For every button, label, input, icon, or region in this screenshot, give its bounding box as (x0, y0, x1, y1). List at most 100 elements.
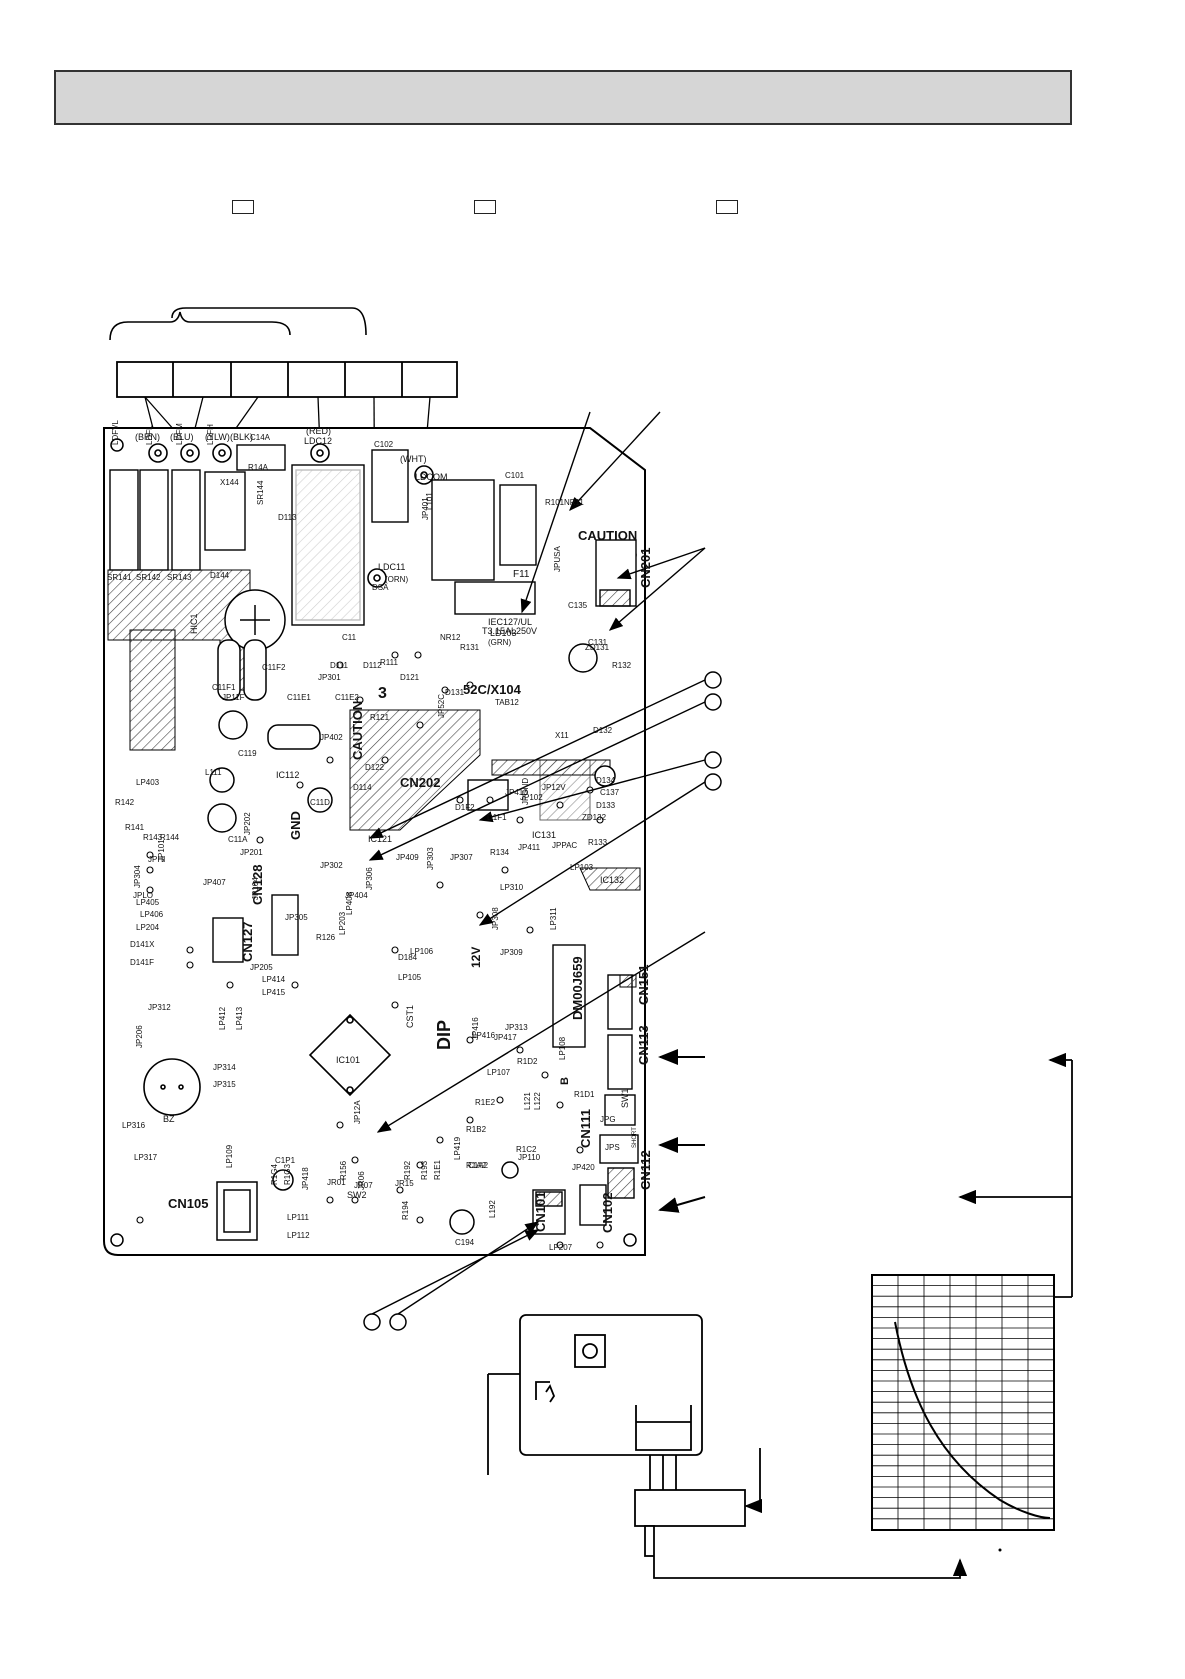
component-pad (351, 1156, 359, 1164)
resistor-label: R126 (316, 933, 336, 942)
jumper-label: JR07 (354, 1181, 373, 1190)
diode-label: D144 (210, 571, 230, 580)
resistor-label: R141 (125, 823, 145, 832)
jumper-label: JP402 (320, 733, 343, 742)
connector-table (116, 361, 458, 398)
terminal-label: LDC12 (304, 436, 332, 446)
component-pad (136, 1216, 144, 1224)
jumper-label: JPGND (521, 778, 530, 805)
wire-color-label: (BLK) (230, 432, 253, 442)
lp-label: LP413 (235, 1006, 244, 1030)
resistor-label: R121 (370, 713, 390, 722)
jumper-label: JP314 (213, 1063, 236, 1072)
legend-box-3 (716, 200, 738, 214)
jumper-label: JPLO (133, 891, 153, 900)
wire-terminals (148, 443, 434, 588)
capacitors (207, 589, 616, 1235)
component-pad (496, 1096, 504, 1104)
jumper-label: JP201 (240, 848, 263, 857)
jumper-label: JP12A (353, 1100, 362, 1124)
jumper-label: JP409 (396, 853, 419, 862)
lp-label: LP103 (570, 863, 594, 872)
resistor-label: R1G4 (270, 1164, 279, 1185)
misc-part-label: L122 (533, 1092, 542, 1110)
misc-part-label: L111 (205, 768, 222, 777)
jumper-label: JP301 (318, 673, 341, 682)
diode-label: D121 (400, 673, 420, 682)
jumper-label: JP308 (491, 907, 500, 930)
capacitor-label: C11 (342, 633, 357, 642)
misc-part-label: SR144 (256, 480, 265, 505)
jumper-label: JP12V (542, 783, 566, 792)
callout-circles (363, 671, 722, 1331)
diode-label: D112 (363, 661, 382, 670)
misc-part-label: L121 (523, 1092, 532, 1110)
jumper-label: JPUSA (553, 546, 562, 572)
lp-label: LP412 (218, 1006, 227, 1030)
jumper-label: JR01 (327, 1178, 346, 1187)
jumper-label: JP417 (494, 1033, 517, 1042)
diode-label: D114 (353, 783, 372, 792)
jumper-label: JPHI (148, 855, 165, 864)
component-pad (416, 721, 424, 729)
lp-label: LP408 (345, 891, 354, 915)
diode-label: ZD131 (585, 643, 610, 652)
component-pad (541, 1071, 549, 1079)
hatched-areas (107, 569, 641, 891)
lp-label: LP105 (398, 973, 422, 982)
diode-label: D131 (445, 688, 465, 697)
capacitor-label: C14A (250, 433, 271, 442)
jumper-label: JP101 (157, 839, 166, 862)
misc-part-label: TAB12 (495, 698, 519, 707)
component-pad (336, 661, 344, 669)
terminal-label: LDCOM (415, 472, 448, 482)
diode-label: D122 (365, 763, 385, 772)
resistor-label: R156 (339, 1160, 348, 1180)
component-pad (476, 911, 484, 919)
capacitor-label: C11F2 (262, 663, 286, 672)
misc-part-label: X144 (220, 478, 239, 487)
diode-label: D141F (130, 958, 154, 967)
lp-label: LP108 (558, 1036, 567, 1060)
connector-label: CN111 (578, 1109, 593, 1148)
jumper-label: JP104 (251, 877, 260, 900)
jumper-label: JP313 (505, 1023, 528, 1032)
jumper-label: JP315 (213, 1080, 236, 1089)
component-pad (596, 816, 604, 824)
fuse-rating: T3.15AL250V (482, 626, 537, 636)
resistor-label: R134 (490, 848, 510, 857)
capacitor-label: C119 (238, 749, 257, 758)
capacitor-label: C11E1 (287, 693, 311, 702)
component-pad (456, 796, 464, 804)
component-pad (516, 816, 524, 824)
misc-part-label: DSA (372, 583, 389, 592)
chip-label: CST1 (405, 1005, 415, 1028)
jumper-label: JP401 (421, 497, 430, 520)
chip-label: SW2 (347, 1190, 367, 1200)
terminal-label: LDFM (175, 423, 184, 445)
capacitor-label: C102 (374, 440, 394, 449)
component-pad (466, 1036, 474, 1044)
connector-label: CN201 (638, 548, 653, 588)
capacitor-label: C11F1 (212, 683, 236, 692)
lp-label: LP204 (136, 923, 160, 932)
jumper-label: JP410 (505, 788, 528, 797)
chip-label: IC131 (532, 830, 556, 840)
jumper-label: JP205 (250, 963, 273, 972)
lp-label: LP416 (472, 1031, 496, 1040)
component-pad (414, 651, 422, 659)
lp-label: LP317 (134, 1153, 158, 1162)
part-number: DM00J659 (570, 956, 585, 1020)
jumper-label: JP206 (135, 1025, 144, 1048)
misc-part-label: NR11 (564, 498, 584, 507)
component-pad (381, 756, 389, 764)
lp-label: LP415 (262, 988, 286, 997)
board-number: 3 (378, 685, 387, 702)
lp-label: LP414 (262, 975, 286, 984)
component-pad (336, 1121, 344, 1129)
lp-label: LP403 (136, 778, 160, 787)
chip-label: IC132 (600, 875, 624, 885)
diode-label: D1F2 (455, 803, 475, 812)
diode-label: D184 (398, 953, 418, 962)
resistor-label: R101 (545, 498, 565, 507)
